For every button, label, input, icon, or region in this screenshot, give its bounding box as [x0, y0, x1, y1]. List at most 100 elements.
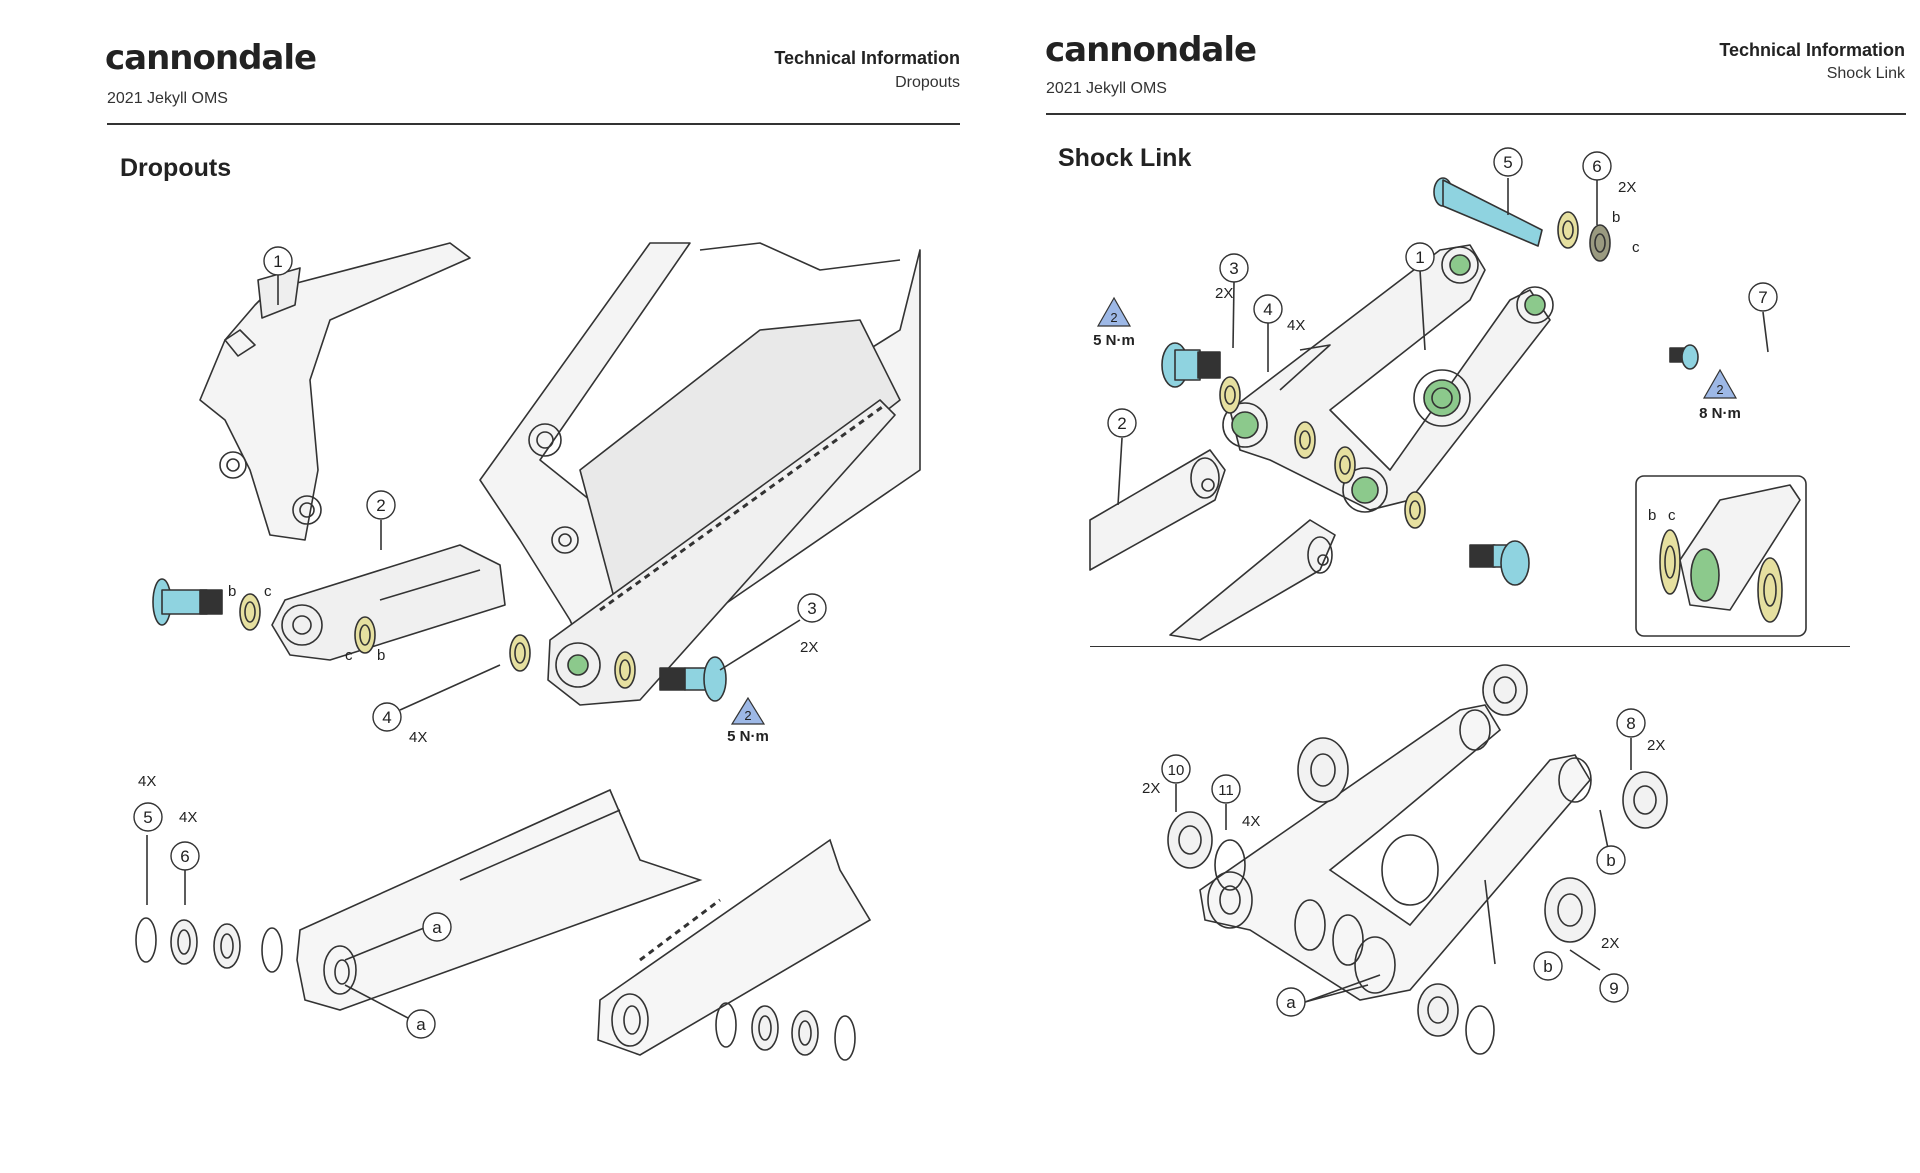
washer: [354, 616, 376, 654]
torque-spec: 2 8 N·m: [1699, 368, 1741, 422]
dropout-bearing-view: [296, 788, 703, 1011]
torque-class: 2: [1716, 382, 1723, 397]
shock-link-bearing-view: [1199, 704, 1592, 1001]
seatstay-lower: [1169, 519, 1336, 641]
torque-class: 2: [744, 708, 751, 723]
quantity-5b: 4X: [179, 809, 197, 826]
callout-3: 3: [1229, 259, 1238, 278]
chainstay-upper: [479, 242, 921, 691]
torque-value: 5 N·m: [1093, 332, 1135, 349]
callout-10: 10: [1168, 762, 1185, 779]
letter-a: a: [432, 918, 442, 937]
callout-3: 3: [807, 599, 816, 618]
chainstay-bearing-view: [597, 838, 872, 1056]
dropout-bolt-right: [659, 656, 727, 702]
callout-1: 1: [1415, 248, 1424, 267]
dropouts-page: cannondale 2021 Jekyll OMS Technical Inf…: [105, 38, 960, 1061]
dropout-link: [271, 544, 506, 661]
callout-1: 1: [273, 252, 282, 271]
quantity-5a: 4X: [138, 773, 156, 790]
letter-c: c: [264, 583, 272, 600]
callout-2: 2: [376, 496, 385, 515]
quantity-6: 2X: [1618, 179, 1636, 196]
callout-7: 7: [1758, 288, 1767, 307]
circlip: [715, 1002, 737, 1048]
header-title: Technical Information: [1719, 40, 1905, 60]
callout-11: 11: [1218, 782, 1234, 799]
model-name: 2021 Jekyll OMS: [1046, 80, 1167, 97]
circlip: [1332, 914, 1364, 966]
seatstay-dropout: [199, 242, 471, 541]
bearing: [1622, 771, 1668, 829]
letter-c: c: [345, 647, 353, 664]
callout-9: 9: [1609, 979, 1618, 998]
shock-link-bolt: [1161, 342, 1221, 388]
chainstay-lower: [547, 399, 896, 706]
shock-link: [1222, 244, 1554, 513]
small-bolt: [1669, 344, 1699, 370]
bearing: [751, 1005, 779, 1051]
section-title: Dropouts: [120, 154, 232, 182]
bearing: [1297, 737, 1349, 803]
bearing: [1167, 811, 1213, 869]
torque-value: 8 N·m: [1699, 405, 1741, 422]
washer: [614, 651, 636, 689]
bearing: [213, 923, 241, 969]
quantity-3: 2X: [800, 639, 818, 656]
quantity-4: 4X: [1287, 317, 1305, 334]
seatstay-end: [1089, 449, 1226, 571]
callout-8: 8: [1626, 714, 1635, 733]
circlip: [1294, 899, 1326, 951]
header-section: Dropouts: [895, 74, 960, 91]
torque-value: 5 N·m: [727, 728, 769, 745]
pivot-axle: [1433, 177, 1543, 247]
washer: [1589, 224, 1611, 262]
circlip: [834, 1015, 856, 1061]
torque-spec: 2 5 N·m: [727, 696, 769, 745]
quantity-3: 2X: [1215, 285, 1233, 302]
shock-link-bolt: [1469, 540, 1530, 586]
letter-a: a: [1286, 993, 1296, 1012]
bearing: [1482, 664, 1528, 716]
torque-spec: 2 5 N·m: [1093, 296, 1135, 349]
washer: [1219, 376, 1241, 414]
washer: [239, 593, 261, 631]
circlip: [261, 927, 283, 973]
dropout-bolt-left: [152, 578, 223, 626]
header-section: Shock Link: [1826, 65, 1905, 82]
quantity-9: 2X: [1601, 935, 1619, 952]
washer: [509, 634, 531, 672]
quantity-11: 4X: [1242, 813, 1260, 830]
washer: [1557, 211, 1579, 249]
letter-b: b: [1606, 851, 1615, 870]
torque-class: 2: [1110, 310, 1117, 325]
washer: [1404, 491, 1426, 529]
bearing: [1417, 983, 1459, 1037]
header-title: Technical Information: [774, 48, 960, 68]
section-divider: [1090, 646, 1850, 647]
circlip: [1465, 1005, 1495, 1055]
shock-link-page: cannondale 2021 Jekyll OMS Technical Inf…: [1030, 0, 1920, 1173]
bearing: [791, 1010, 819, 1056]
shock-link-exploded-diagram: 1 2 3 4 5 6 7 2X 4X 2X b c b c 2 5 N·m: [1089, 147, 1807, 1055]
letter-c: c: [1668, 507, 1676, 524]
letter-a: a: [416, 1015, 426, 1034]
brand-logo: cannondale: [105, 38, 317, 78]
circlip: [1214, 839, 1246, 891]
letter-b: b: [1543, 957, 1552, 976]
dropouts-exploded-diagram: 1 2 3 4 b c c b 2X 4X 2 5 N·m: [133, 242, 921, 1061]
letter-b: b: [377, 647, 385, 664]
callout-6: 6: [1592, 157, 1601, 176]
callout-6: 6: [180, 847, 189, 866]
washer: [1334, 446, 1356, 484]
letter-c: c: [1632, 239, 1640, 256]
circlip: [135, 917, 157, 963]
letter-b: b: [1648, 507, 1656, 524]
header-divider: [107, 123, 960, 125]
callout-5: 5: [1503, 153, 1512, 172]
washer: [1294, 421, 1316, 459]
callout-5: 5: [143, 808, 152, 827]
callout-4: 4: [382, 708, 391, 727]
callout-4: 4: [1263, 300, 1272, 319]
bearing: [170, 919, 198, 965]
